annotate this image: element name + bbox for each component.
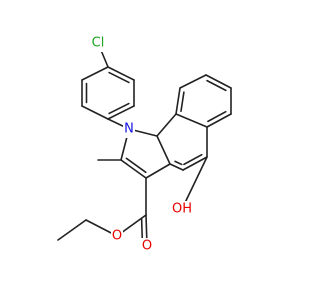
label-mask-carbonyl-oxygen [141,238,153,255]
naphth-bond [206,113,232,128]
atom-label-hydroxyl: OH [172,202,192,217]
double-bond-line [206,79,227,92]
label-mask-chlorine [88,34,108,52]
double-bond-line [207,110,227,123]
naphth-bond [175,113,208,128]
label-mask-hydroxyl [171,201,194,218]
atom-label-nitrogen: N [124,122,134,137]
double-bond-line [125,157,147,174]
ring-a-bond [107,105,135,120]
atom-label-carbonyl-oxygen: O [142,239,152,254]
double-bond-line [183,153,203,166]
double-bond-line [174,160,183,166]
pyrrole-bond [156,135,171,165]
hydroxyl-bond [181,156,208,210]
molecule-diagram: Cl N OH O O [57,34,232,255]
naphth-bond [182,156,208,171]
double-bond-line [180,91,185,113]
atom-labels: Cl N OH O O [88,34,194,255]
label-mask-nitrogen [123,121,135,138]
ring-a-bond [81,66,109,81]
naphth-bond [175,87,181,115]
label-mask-ether-oxygen [111,228,123,245]
ring-a-bond [107,66,135,81]
naphth-bond [205,74,232,89]
atom-label-ether-oxygen: O [112,229,122,244]
naphth-bond [156,113,177,137]
pyrrole-bond [120,159,147,179]
naphth-bond [179,74,207,89]
double-bond-line [108,71,130,84]
pyrrole-bond [145,163,171,179]
double-bond-line [108,102,130,115]
naphth-bond [169,163,184,171]
ethyl-bond [57,219,87,241]
ring-a-bond [81,105,109,120]
atom-label-chlorine: Cl [92,36,105,51]
